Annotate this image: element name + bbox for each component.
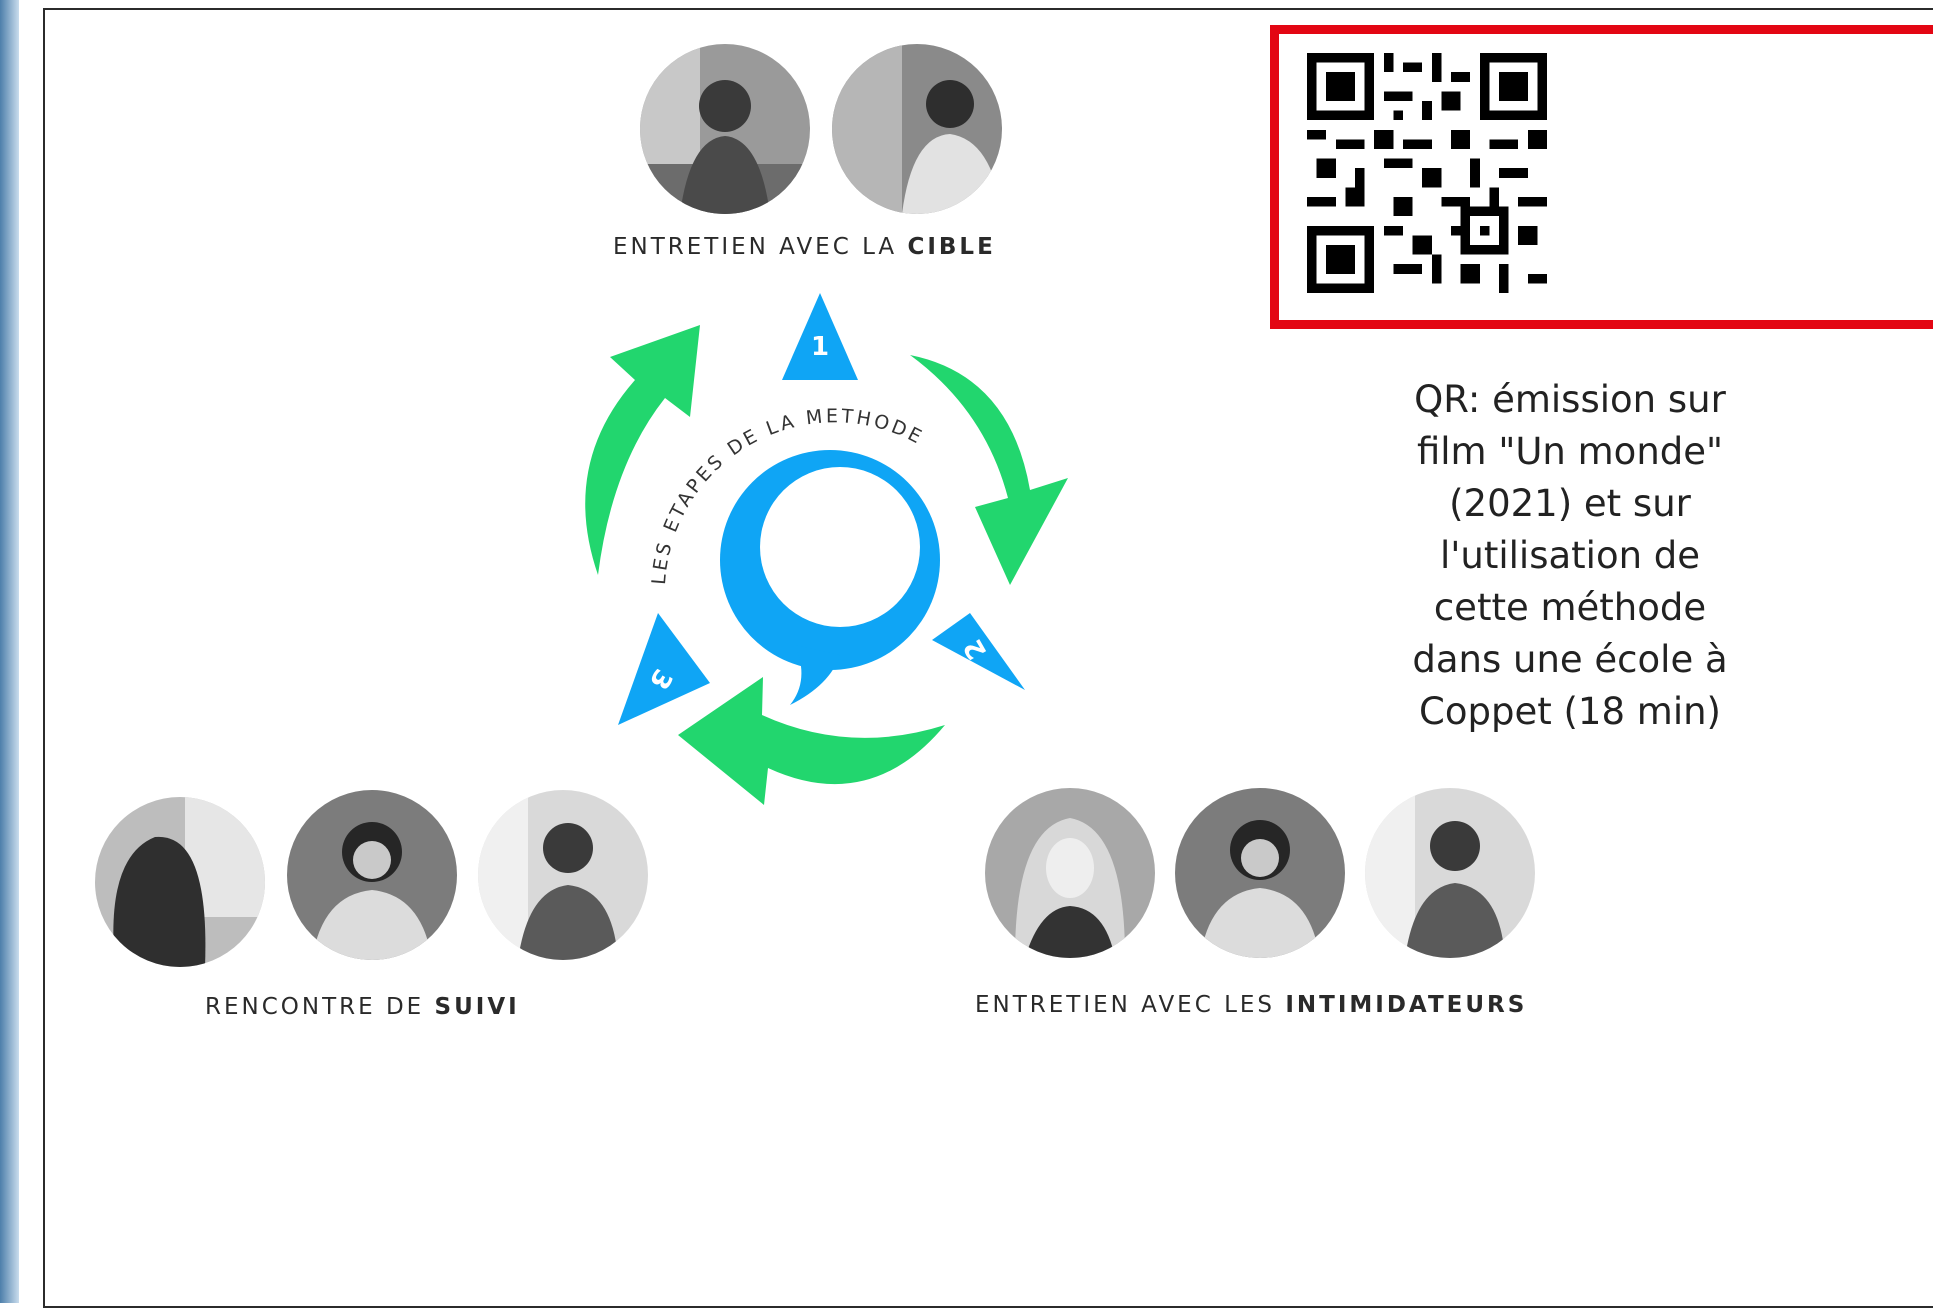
caption-step-3-bold: SUIVI (434, 994, 520, 1020)
qr-note-line: cette méthode (1433, 586, 1707, 629)
photo-target-student (640, 44, 810, 214)
step-triangle-icon: 1 (782, 293, 858, 380)
cycle-arrow-icon (678, 677, 945, 805)
caption-step-2: ENTRETIEN AVEC LES INTIMIDATEURS (975, 992, 1527, 1018)
step-triangle-icon: 2 (932, 613, 1025, 690)
cycle-arrow-icon (910, 355, 1068, 585)
photo-target-back (95, 797, 265, 967)
caption-step-3: RENCONTRE DE SUIVI (205, 994, 520, 1020)
caption-step-1-bold: CIBLE (907, 234, 996, 260)
qr-note-line: Coppet (18 min) (1419, 690, 1721, 733)
photo-mediator-3 (1175, 788, 1345, 958)
caption-step-2-bold: INTIMIDATEURS (1285, 992, 1528, 1018)
caption-step-2-prefix: ENTRETIEN AVEC LES (975, 992, 1286, 1018)
photo-mediator-1 (832, 44, 1002, 214)
caption-step-3-prefix: RENCONTRE DE (205, 994, 435, 1020)
caption-step-1: ENTRETIEN AVEC LA CIBLE (613, 234, 996, 260)
qr-note-line: (2021) et sur (1449, 482, 1691, 525)
speech-bubble-icon (698, 450, 940, 705)
cycle-arrow-icon (585, 325, 700, 575)
photo-bully-2 (985, 788, 1155, 958)
step-triangle-icon: 3 (618, 613, 710, 725)
qr-code-icon (1307, 53, 1547, 293)
caption-step-1-prefix: ENTRETIEN AVEC LA (613, 234, 908, 260)
qr-note-line: dans une école à (1412, 638, 1728, 681)
qr-note-line: film "Un monde" (1416, 430, 1724, 473)
qr-description: QR: émission sur film "Un monde" (2021) … (1150, 374, 1933, 738)
qr-note-line: QR: émission sur (1414, 378, 1726, 421)
slide-edge-band (0, 0, 19, 1303)
qr-code-frame[interactable] (1270, 25, 1933, 329)
step-1-number: 1 (811, 332, 829, 362)
photo-mediator-2 (287, 790, 457, 960)
method-cycle-diagram: LES ETAPES DE LA METHODE 1 2 3 (540, 285, 1140, 865)
qr-note-line: l'utilisation de (1439, 534, 1701, 577)
photo-bully-3 (1365, 788, 1535, 958)
